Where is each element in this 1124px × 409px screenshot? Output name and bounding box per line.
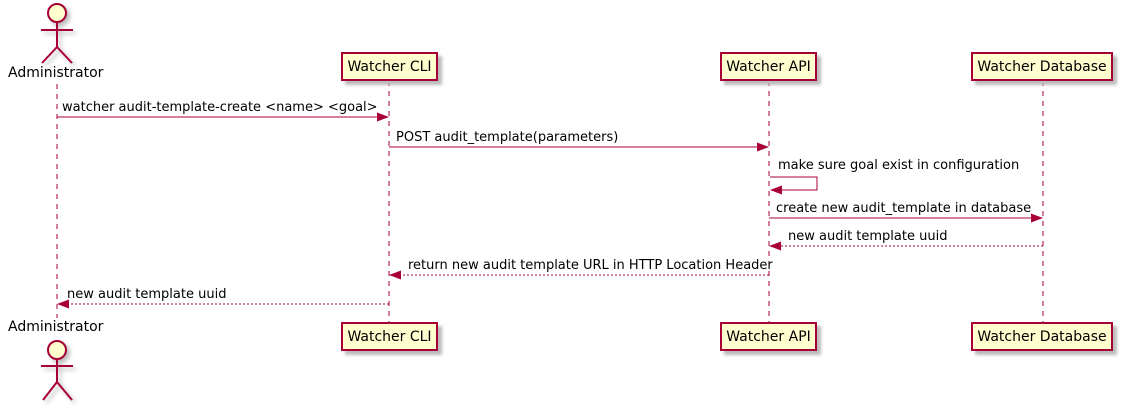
actor-label-top: Administrator bbox=[8, 65, 104, 81]
participant-label: Watcher CLI bbox=[347, 328, 432, 345]
participant-label: Watcher Database bbox=[977, 328, 1107, 345]
arrowhead-msg6 bbox=[389, 270, 401, 280]
message-label-7: new audit template uuid bbox=[67, 287, 227, 302]
message-label-2: POST audit_template(parameters) bbox=[396, 130, 619, 145]
arrowhead-msg1 bbox=[377, 112, 389, 122]
participant-bottom-watcher-cli: Watcher CLI bbox=[341, 322, 438, 351]
actor-icon-bottom bbox=[41, 340, 73, 401]
actor-icon-top bbox=[41, 3, 73, 64]
participant-top-watcher-cli: Watcher CLI bbox=[341, 52, 438, 81]
participant-bottom-watcher-database: Watcher Database bbox=[971, 322, 1113, 351]
arrow-msg3-self-loop bbox=[770, 176, 818, 191]
arrowhead-msg2 bbox=[757, 142, 769, 152]
participant-top-watcher-database: Watcher Database bbox=[971, 52, 1113, 81]
participant-top-watcher-api: Watcher API bbox=[720, 52, 817, 81]
arrowhead-msg7 bbox=[57, 299, 69, 309]
message-label-3: make sure goal exist in configuration bbox=[778, 158, 1020, 173]
actor-label-bottom: Administrator bbox=[8, 319, 104, 335]
arrowhead-msg5 bbox=[769, 241, 781, 251]
arrowhead-msg4 bbox=[1031, 213, 1043, 223]
participant-label: Watcher API bbox=[726, 328, 811, 345]
participant-label: Watcher API bbox=[726, 58, 811, 75]
message-label-4: create new audit_template in database bbox=[776, 201, 1032, 216]
participant-label: Watcher Database bbox=[977, 58, 1107, 75]
arrowhead-msg3 bbox=[770, 185, 782, 195]
participant-bottom-watcher-api: Watcher API bbox=[720, 322, 817, 351]
message-label-5: new audit template uuid bbox=[788, 229, 948, 244]
participant-label: Watcher CLI bbox=[347, 58, 432, 75]
message-label-1: watcher audit-template-create <name> <go… bbox=[62, 100, 378, 115]
message-label-6: return new audit template URL in HTTP Lo… bbox=[408, 258, 773, 273]
